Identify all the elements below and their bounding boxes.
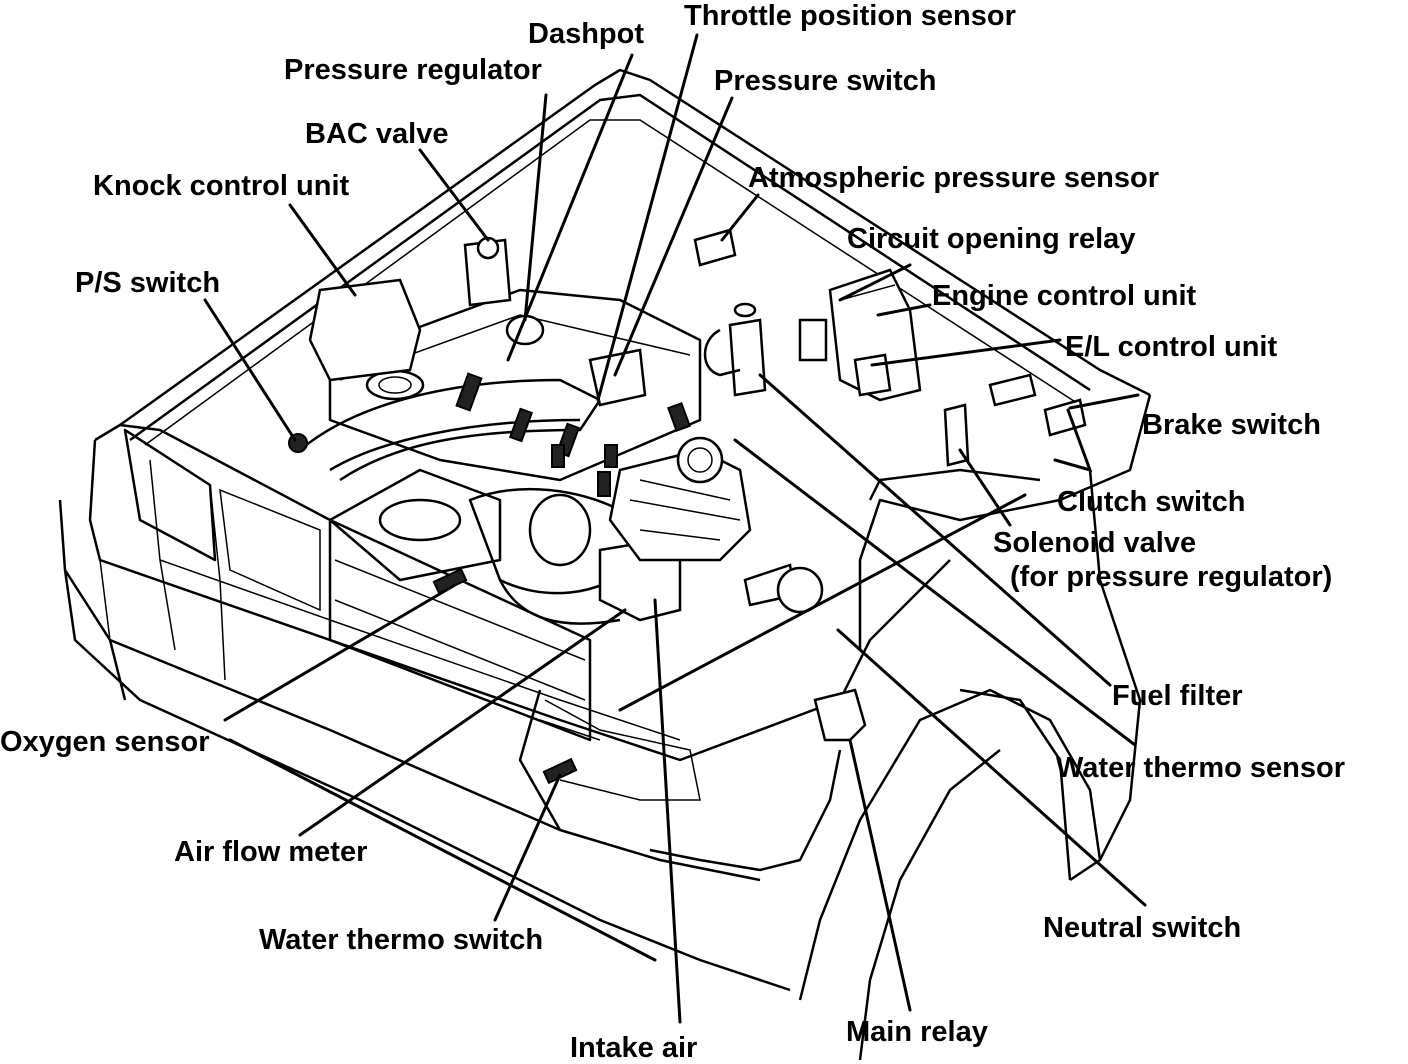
- label-air-flow-meter: Air flow meter: [174, 836, 368, 868]
- leader-main-relay: [848, 738, 912, 1012]
- label-clutch-switch: Clutch switch: [1057, 486, 1246, 518]
- label-dashpot: Dashpot: [528, 18, 644, 50]
- label-solenoid-valve-sub: (for pressure regulator): [1010, 561, 1333, 593]
- label-ps-switch: P/S switch: [75, 267, 221, 299]
- label-el-control-unit: E/L control unit: [1065, 331, 1278, 363]
- label-main-relay: Main relay: [846, 1016, 988, 1048]
- atmospheric-pressure-sensor-body: [693, 228, 737, 267]
- engine-control-unit-body: [828, 268, 922, 402]
- clutch-switch-body: [988, 373, 1037, 407]
- leader-fuel-filter: [758, 373, 1112, 687]
- engine-assembly: [288, 228, 1087, 785]
- leader-oxygen-sensor: [223, 583, 457, 722]
- leader-solenoid-valve: [958, 448, 1012, 527]
- knock-control-unit-body: [308, 278, 422, 382]
- label-engine-control-unit: Engine control unit: [932, 280, 1197, 312]
- label-oxygen-sensor: Oxygen sensor: [0, 726, 210, 758]
- water-thermo-switch-body: [542, 757, 578, 785]
- leader-brake-switch: [1068, 393, 1140, 410]
- leader-engine-control-unit: [876, 303, 932, 317]
- leader-bac-valve: [418, 148, 490, 242]
- leader-el-control-unit: [870, 338, 1062, 367]
- label-knock-control-unit: Knock control unit: [93, 170, 350, 202]
- label-pressure-regulator: Pressure regulator: [284, 54, 542, 86]
- leader-dashpot: [506, 53, 634, 362]
- leader-pressure-regulator: [523, 93, 548, 322]
- label-brake-switch: Brake switch: [1142, 409, 1321, 441]
- el-control-unit-body: [853, 353, 892, 397]
- leader-throttle-position-sensor: [596, 33, 699, 402]
- label-solenoid-valve: Solenoid valve: [993, 527, 1197, 559]
- label-water-thermo-switch: Water thermo switch: [259, 924, 544, 956]
- vehicle-body: [58, 68, 1152, 1061]
- leader-clutch-switch: [1053, 408, 1093, 473]
- label-bac-valve: BAC valve: [305, 118, 449, 150]
- main-relay-body: [813, 688, 867, 742]
- leader-circuit-opening-relay: [838, 263, 912, 302]
- leader-atmospheric-pressure-sensor: [720, 193, 760, 242]
- leader-neutral-switch: [836, 628, 1147, 907]
- label-intake-air: Intake air: [570, 1032, 698, 1064]
- radiator-cap: [378, 498, 462, 542]
- leader-solenoid-valve-2: [618, 493, 1027, 712]
- label-throttle-position-sensor: Throttle position sensor: [684, 0, 1016, 32]
- label-fuel-filter: Fuel filter: [1112, 680, 1243, 712]
- label-pressure-switch: Pressure switch: [714, 65, 937, 97]
- leader-air-flow-meter: [298, 608, 627, 837]
- leader-knock-control-unit: [288, 203, 357, 297]
- leader-water-thermo-switch: [493, 773, 562, 922]
- leader-body-lower: [228, 738, 657, 962]
- leader-intake-air: [653, 598, 682, 1024]
- label-atmospheric-pressure-sensor: Atmospheric pressure sensor: [748, 162, 1159, 194]
- leader-ps-switch: [203, 298, 297, 442]
- fuel-filter-body: [728, 318, 767, 397]
- label-circuit-opening-relay: Circuit opening relay: [847, 223, 1136, 255]
- leader-lines: [203, 33, 1147, 1024]
- label-neutral-switch: Neutral switch: [1043, 912, 1242, 944]
- leader-pressure-switch: [613, 96, 734, 377]
- label-water-thermo-sensor: Water thermo sensor: [1056, 752, 1345, 784]
- circuit-opening-relay-body: [798, 318, 828, 362]
- leader-water-thermo-sensor: [733, 438, 1137, 747]
